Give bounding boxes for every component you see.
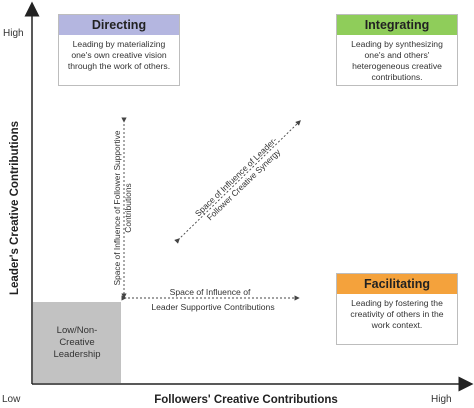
integrating-text: Leading by synthesizing one's and others… <box>351 39 443 82</box>
directing-box: Directing Leading by materializing one's… <box>58 14 180 86</box>
diagonal-influence-arrow <box>174 120 301 244</box>
x-axis-title: Followers' Creative Contributions <box>154 394 338 406</box>
integrating-box: Integrating Leading by synthesizing one'… <box>336 14 458 86</box>
horizontal-influence-label-2: Leader Supportive Contributions <box>151 302 275 312</box>
facilitating-title: Facilitating <box>337 274 457 294</box>
low-leadership-text: Low/Non-Creative Leadership <box>53 324 101 360</box>
y-axis-title: Leader's Creative Contributions <box>9 121 21 295</box>
low-leadership-box: Low/Non-Creative Leadership <box>33 302 121 383</box>
vertical-influence-label: Space of Influence of Follower Supportiv… <box>112 128 134 288</box>
directing-title: Directing <box>59 15 179 35</box>
facilitating-box: Facilitating Leading by fostering the cr… <box>336 273 458 345</box>
x-low-label: Low <box>2 394 21 405</box>
directing-text: Leading by materializing one's own creat… <box>67 39 171 71</box>
facilitating-text: Leading by fostering the creativity of o… <box>350 298 444 330</box>
integrating-title: Integrating <box>337 15 457 35</box>
y-high-label: High <box>3 28 24 39</box>
vertical-influence-text: Space of Influence of Follower Supportiv… <box>112 130 133 286</box>
x-high-label: High <box>431 394 452 405</box>
horizontal-influence-label-1: Space of Influence of <box>169 287 251 297</box>
